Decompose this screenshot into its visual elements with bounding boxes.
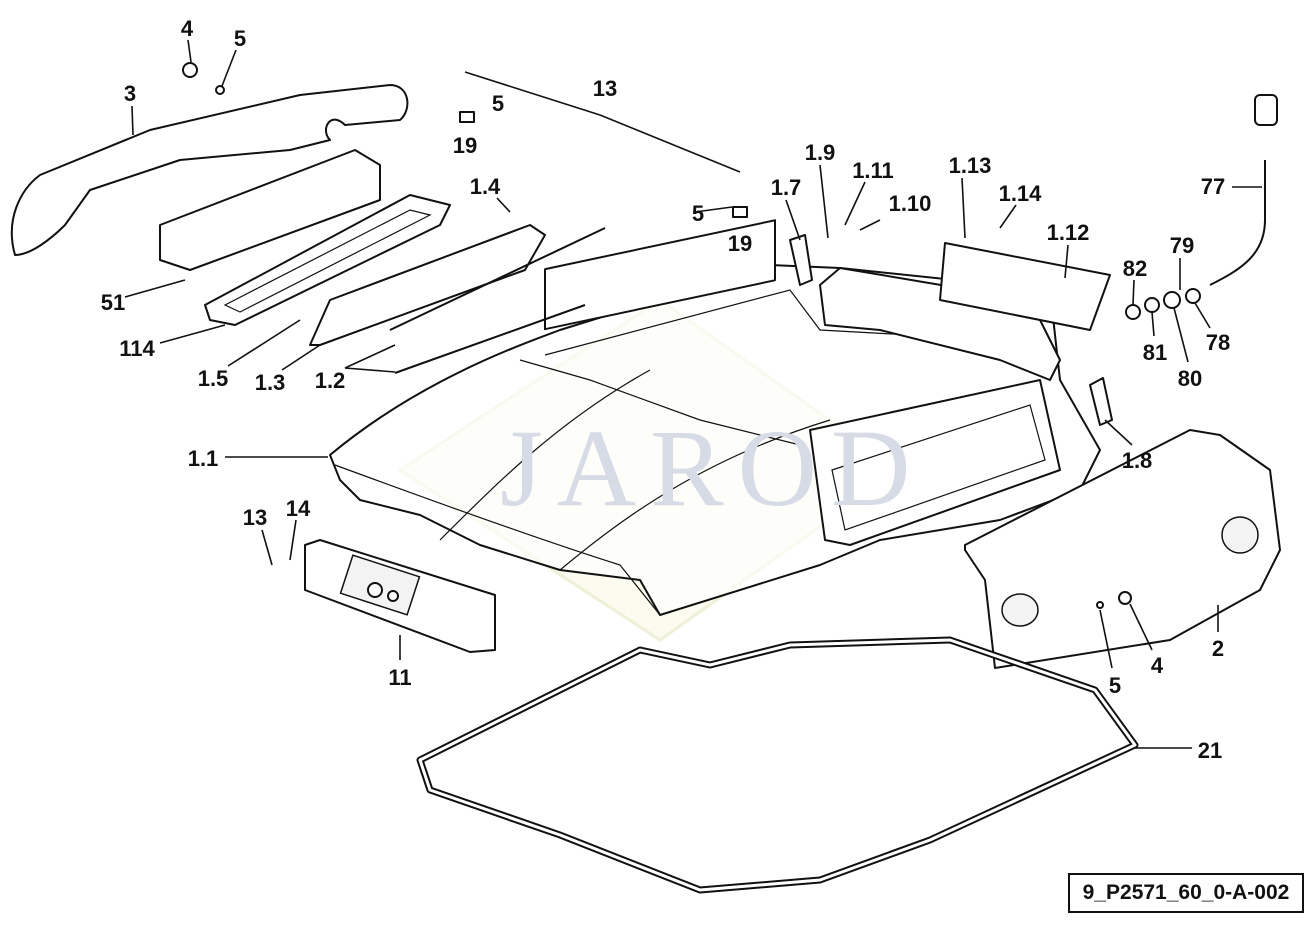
callout-13: 13 xyxy=(243,505,267,530)
callout-21: 21 xyxy=(1198,738,1222,763)
callout-2: 2 xyxy=(1212,636,1224,661)
callout-1-12: 1.12 xyxy=(1047,220,1090,245)
washer-icon xyxy=(215,85,225,95)
callout-1-2: 1.2 xyxy=(315,368,346,393)
callout-1-9: 1.9 xyxy=(805,140,836,165)
callout-1-7: 1.7 xyxy=(771,175,802,200)
handle-11-part xyxy=(304,539,496,653)
callout-labels: 4 5 3 13 5 19 5 19 1.9 1.11 1.7 1.10 1.1… xyxy=(101,16,1230,763)
callout-51: 51 xyxy=(101,290,125,315)
callout-5: 5 xyxy=(492,91,504,116)
drawing-code-label: 9_P2571_60_0-A-002 xyxy=(1068,873,1304,913)
plate-1-12-part xyxy=(939,242,1111,331)
callout-82: 82 xyxy=(1123,256,1147,281)
callout-78: 78 xyxy=(1206,330,1230,355)
callout-1-13: 1.13 xyxy=(949,153,992,178)
callout-14: 14 xyxy=(286,496,311,521)
roof-body-part xyxy=(329,219,1101,616)
bracket-1-8-part xyxy=(1089,377,1113,426)
callout-5: 5 xyxy=(692,201,704,226)
callout-1-11: 1.11 xyxy=(852,158,894,183)
callout-1-4: 1.4 xyxy=(470,174,501,199)
callout-19: 19 xyxy=(728,231,752,256)
callout-11: 11 xyxy=(388,665,411,690)
callout-13: 13 xyxy=(593,76,617,101)
leader-lines xyxy=(124,39,1262,749)
front-cover-part xyxy=(10,84,409,256)
callout-4: 4 xyxy=(1151,653,1164,678)
callout-1-5: 1.5 xyxy=(198,366,229,391)
callout-19: 19 xyxy=(453,133,477,158)
hose-77-part xyxy=(1209,160,1266,286)
callout-81: 81 xyxy=(1143,340,1167,365)
callout-1-8: 1.8 xyxy=(1122,448,1153,473)
callout-77: 77 xyxy=(1201,174,1225,199)
frame-114-part xyxy=(204,194,451,326)
strip-1-2-part xyxy=(389,227,606,331)
callout-4: 4 xyxy=(181,16,194,41)
seal-21-part xyxy=(416,636,1139,894)
callout-80: 80 xyxy=(1178,366,1202,391)
bracket-1-7-part xyxy=(789,234,813,286)
callout-1-14: 1.14 xyxy=(999,181,1043,206)
nozzle-icon xyxy=(1254,94,1278,126)
callout-5: 5 xyxy=(234,26,246,51)
callout-114: 114 xyxy=(119,336,155,361)
callout-1-3: 1.3 xyxy=(255,370,286,395)
rear-cover-part xyxy=(964,429,1281,669)
filter-51-part xyxy=(159,149,381,271)
callout-3: 3 xyxy=(124,81,136,106)
knob-icon xyxy=(182,62,198,78)
callout-5: 5 xyxy=(1109,673,1121,698)
callout-1-10: 1.10 xyxy=(889,191,932,216)
callout-1-1: 1.1 xyxy=(188,446,219,471)
callout-79: 79 xyxy=(1170,233,1194,258)
plate-19-icon xyxy=(459,111,475,123)
